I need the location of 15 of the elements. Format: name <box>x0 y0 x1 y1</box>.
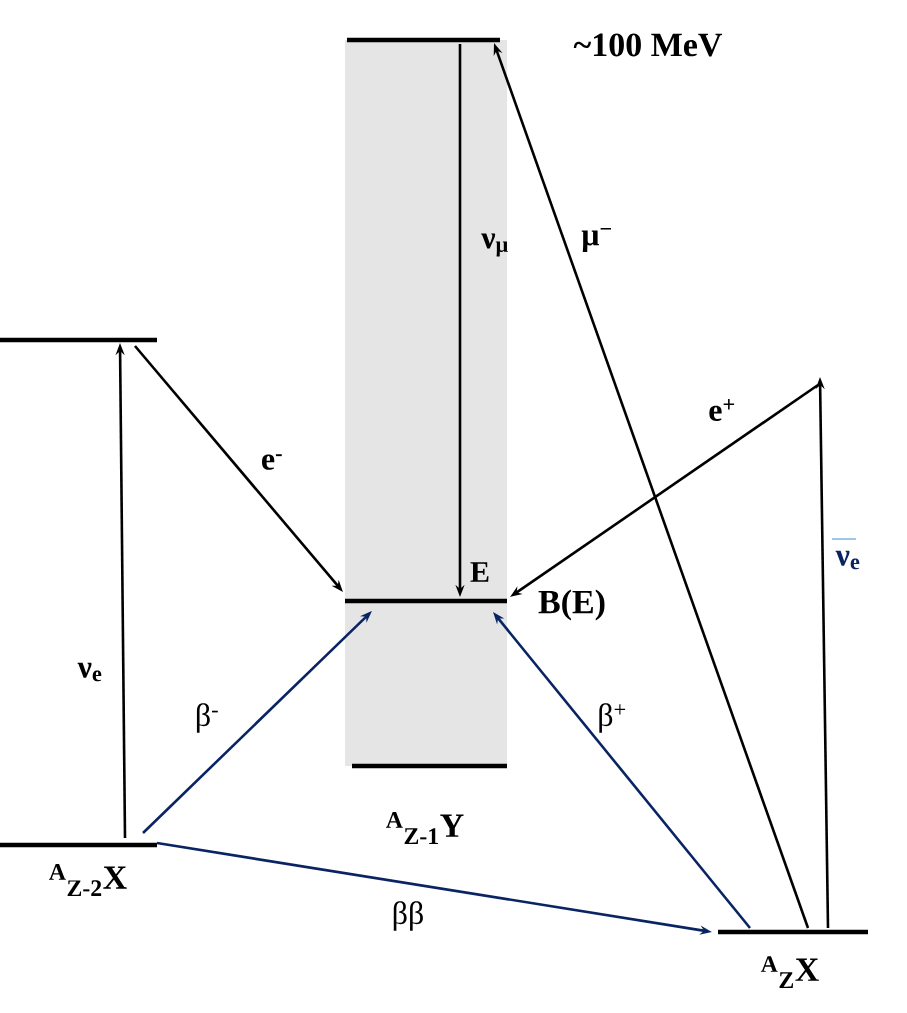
edge-label: μ$^{−}$ <box>581 228 612 253</box>
level-label: A$_{Z}$X <box>760 956 819 988</box>
edge-label: ν$_{e}$ <box>831 538 860 570</box>
level-label: ~100 MeV <box>573 33 723 57</box>
edge-label: ν$_{μ}$ <box>481 233 508 257</box>
level-label: E <box>470 562 489 582</box>
edge-label: β$^{-}$ <box>196 703 218 733</box>
edge-label: β$^{+}$ <box>599 703 626 733</box>
edge-label: ββ <box>393 901 423 931</box>
level-label: A$_{Z-2}$X <box>49 864 127 896</box>
level-label: A$_{Z-1}$Y <box>386 812 464 844</box>
edge-label: e$^{-}$ <box>262 454 282 470</box>
edge-label: ν$_{e}$ <box>77 662 102 682</box>
level-label: B(E) <box>538 589 605 621</box>
edge-label: e$^{+}$ <box>709 399 735 421</box>
